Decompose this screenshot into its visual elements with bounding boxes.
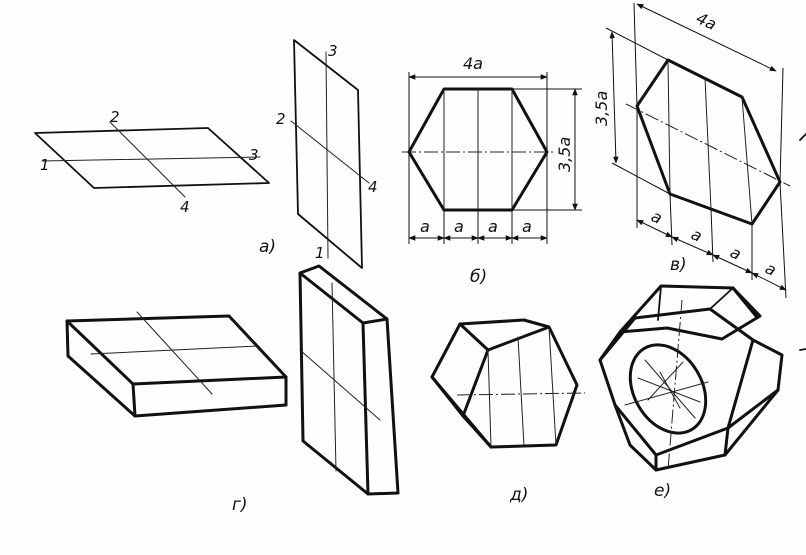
axis-2-4-v <box>290 120 370 184</box>
dim-4a-v: 4a <box>693 8 719 34</box>
fig-a-horizontal-plate: 1 2 3 4 <box>34 108 270 216</box>
axis-1-3 <box>41 156 261 162</box>
fig-v-oblique-hexagon: 4a 3,5a a a a a в) <box>592 2 806 299</box>
axis-3-1 <box>325 51 329 259</box>
fig-e-hex-nut: е) <box>598 284 806 501</box>
edge-mark-2 <box>799 348 806 351</box>
nut-bore <box>628 343 708 435</box>
dim-a-v1: a <box>648 206 665 227</box>
label-4: 4 <box>180 198 190 216</box>
dim-4a-b: 4a <box>463 54 483 73</box>
caption-d: д) <box>509 485 528 505</box>
label-1-v: 1 <box>315 244 325 262</box>
dim-a-v4: a <box>762 258 779 279</box>
caption-v: в) <box>670 255 687 275</box>
label-4-v: 4 <box>368 178 378 196</box>
dim-a-1: a <box>420 217 430 236</box>
dim-a-v3: a <box>727 242 744 263</box>
dim-a-2: a <box>454 217 464 236</box>
caption-a: а) <box>259 237 276 257</box>
caption-g: г) <box>232 495 248 515</box>
label-2: 2 <box>110 108 120 126</box>
fig-g-thick-plate <box>65 311 288 418</box>
axis-2-4 <box>109 121 186 198</box>
fig-g-thick-vertical-plate: г) <box>232 264 400 515</box>
edge-mark <box>799 133 806 141</box>
dim-a-v2: a <box>688 224 705 245</box>
fig-b-hexagon: 4a 3,5a a a a a б) <box>402 54 582 287</box>
fig-d-hex-prism: д) <box>430 318 586 505</box>
fig-a-vertical-plate: 3 2 4 1 а) <box>259 39 378 269</box>
label-3-v: 3 <box>328 42 338 60</box>
dim-a-3: a <box>488 217 498 236</box>
label-2-v: 2 <box>276 110 286 128</box>
label-1: 1 <box>40 156 50 174</box>
caption-e: е) <box>654 481 671 501</box>
caption-b: б) <box>470 267 487 287</box>
dim-35a-b: 3,5a <box>555 137 574 172</box>
dim-a-4: a <box>522 217 532 236</box>
label-3: 3 <box>249 146 259 164</box>
dim-35a-v: 3,5a <box>592 91 611 126</box>
